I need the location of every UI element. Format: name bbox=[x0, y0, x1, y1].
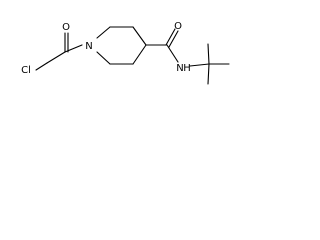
bond-camide-o-right-b bbox=[168, 30, 179, 48]
molecule-diagram: O N Cl O N H bbox=[21, 21, 230, 85]
atom-n-ring: N bbox=[85, 41, 92, 52]
ring-bond-c3-c4 bbox=[132, 26, 147, 46]
atom-n-amide: N bbox=[176, 63, 183, 74]
bond-cq-me-top bbox=[207, 43, 210, 65]
atom-h-amide: H bbox=[183, 63, 191, 74]
ring-bond-c6-n bbox=[96, 51, 111, 65]
bond-cl-ch2 bbox=[35, 62, 48, 71]
bond-camide-o-right-a bbox=[165, 28, 176, 46]
bond-co-n bbox=[64, 44, 83, 53]
ring-bond-c4-c5 bbox=[132, 44, 147, 65]
ring-bond-n-c2 bbox=[96, 26, 111, 39]
atom-o-right: O bbox=[174, 21, 182, 32]
atom-cl: Cl bbox=[21, 65, 31, 76]
bond-camide-nh bbox=[166, 44, 179, 63]
bond-cq-me-bottom bbox=[207, 63, 210, 85]
bond-ch2-co bbox=[46, 51, 66, 64]
bond-nh-cq bbox=[189, 63, 210, 67]
atom-o-left: O bbox=[62, 22, 70, 33]
